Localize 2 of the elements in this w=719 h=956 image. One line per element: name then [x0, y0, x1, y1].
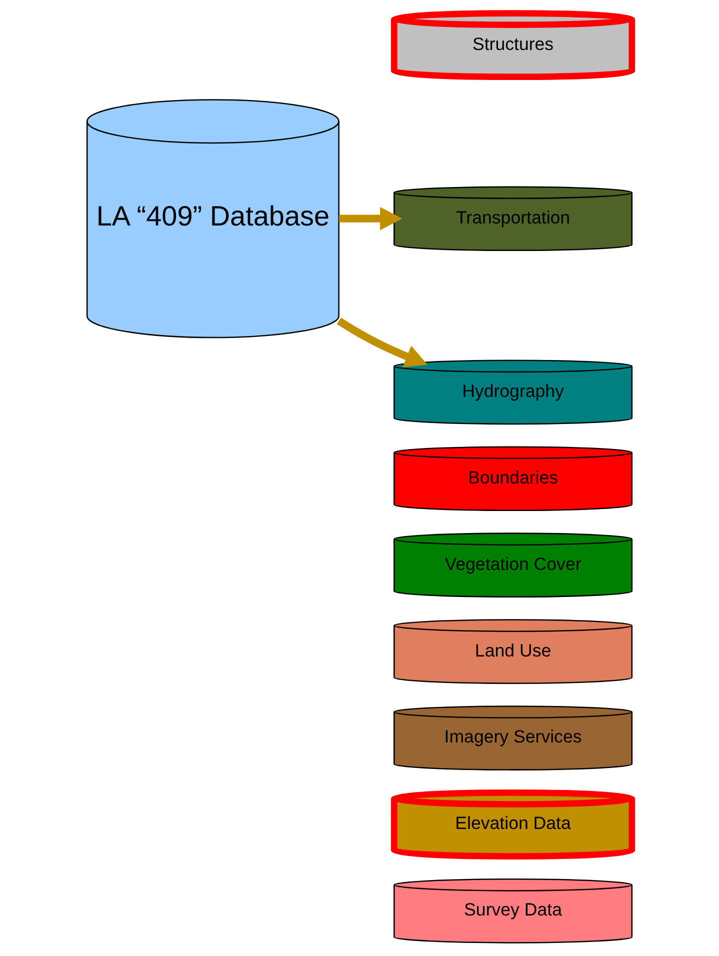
arrow [338, 206, 402, 230]
arrow [336, 318, 428, 368]
